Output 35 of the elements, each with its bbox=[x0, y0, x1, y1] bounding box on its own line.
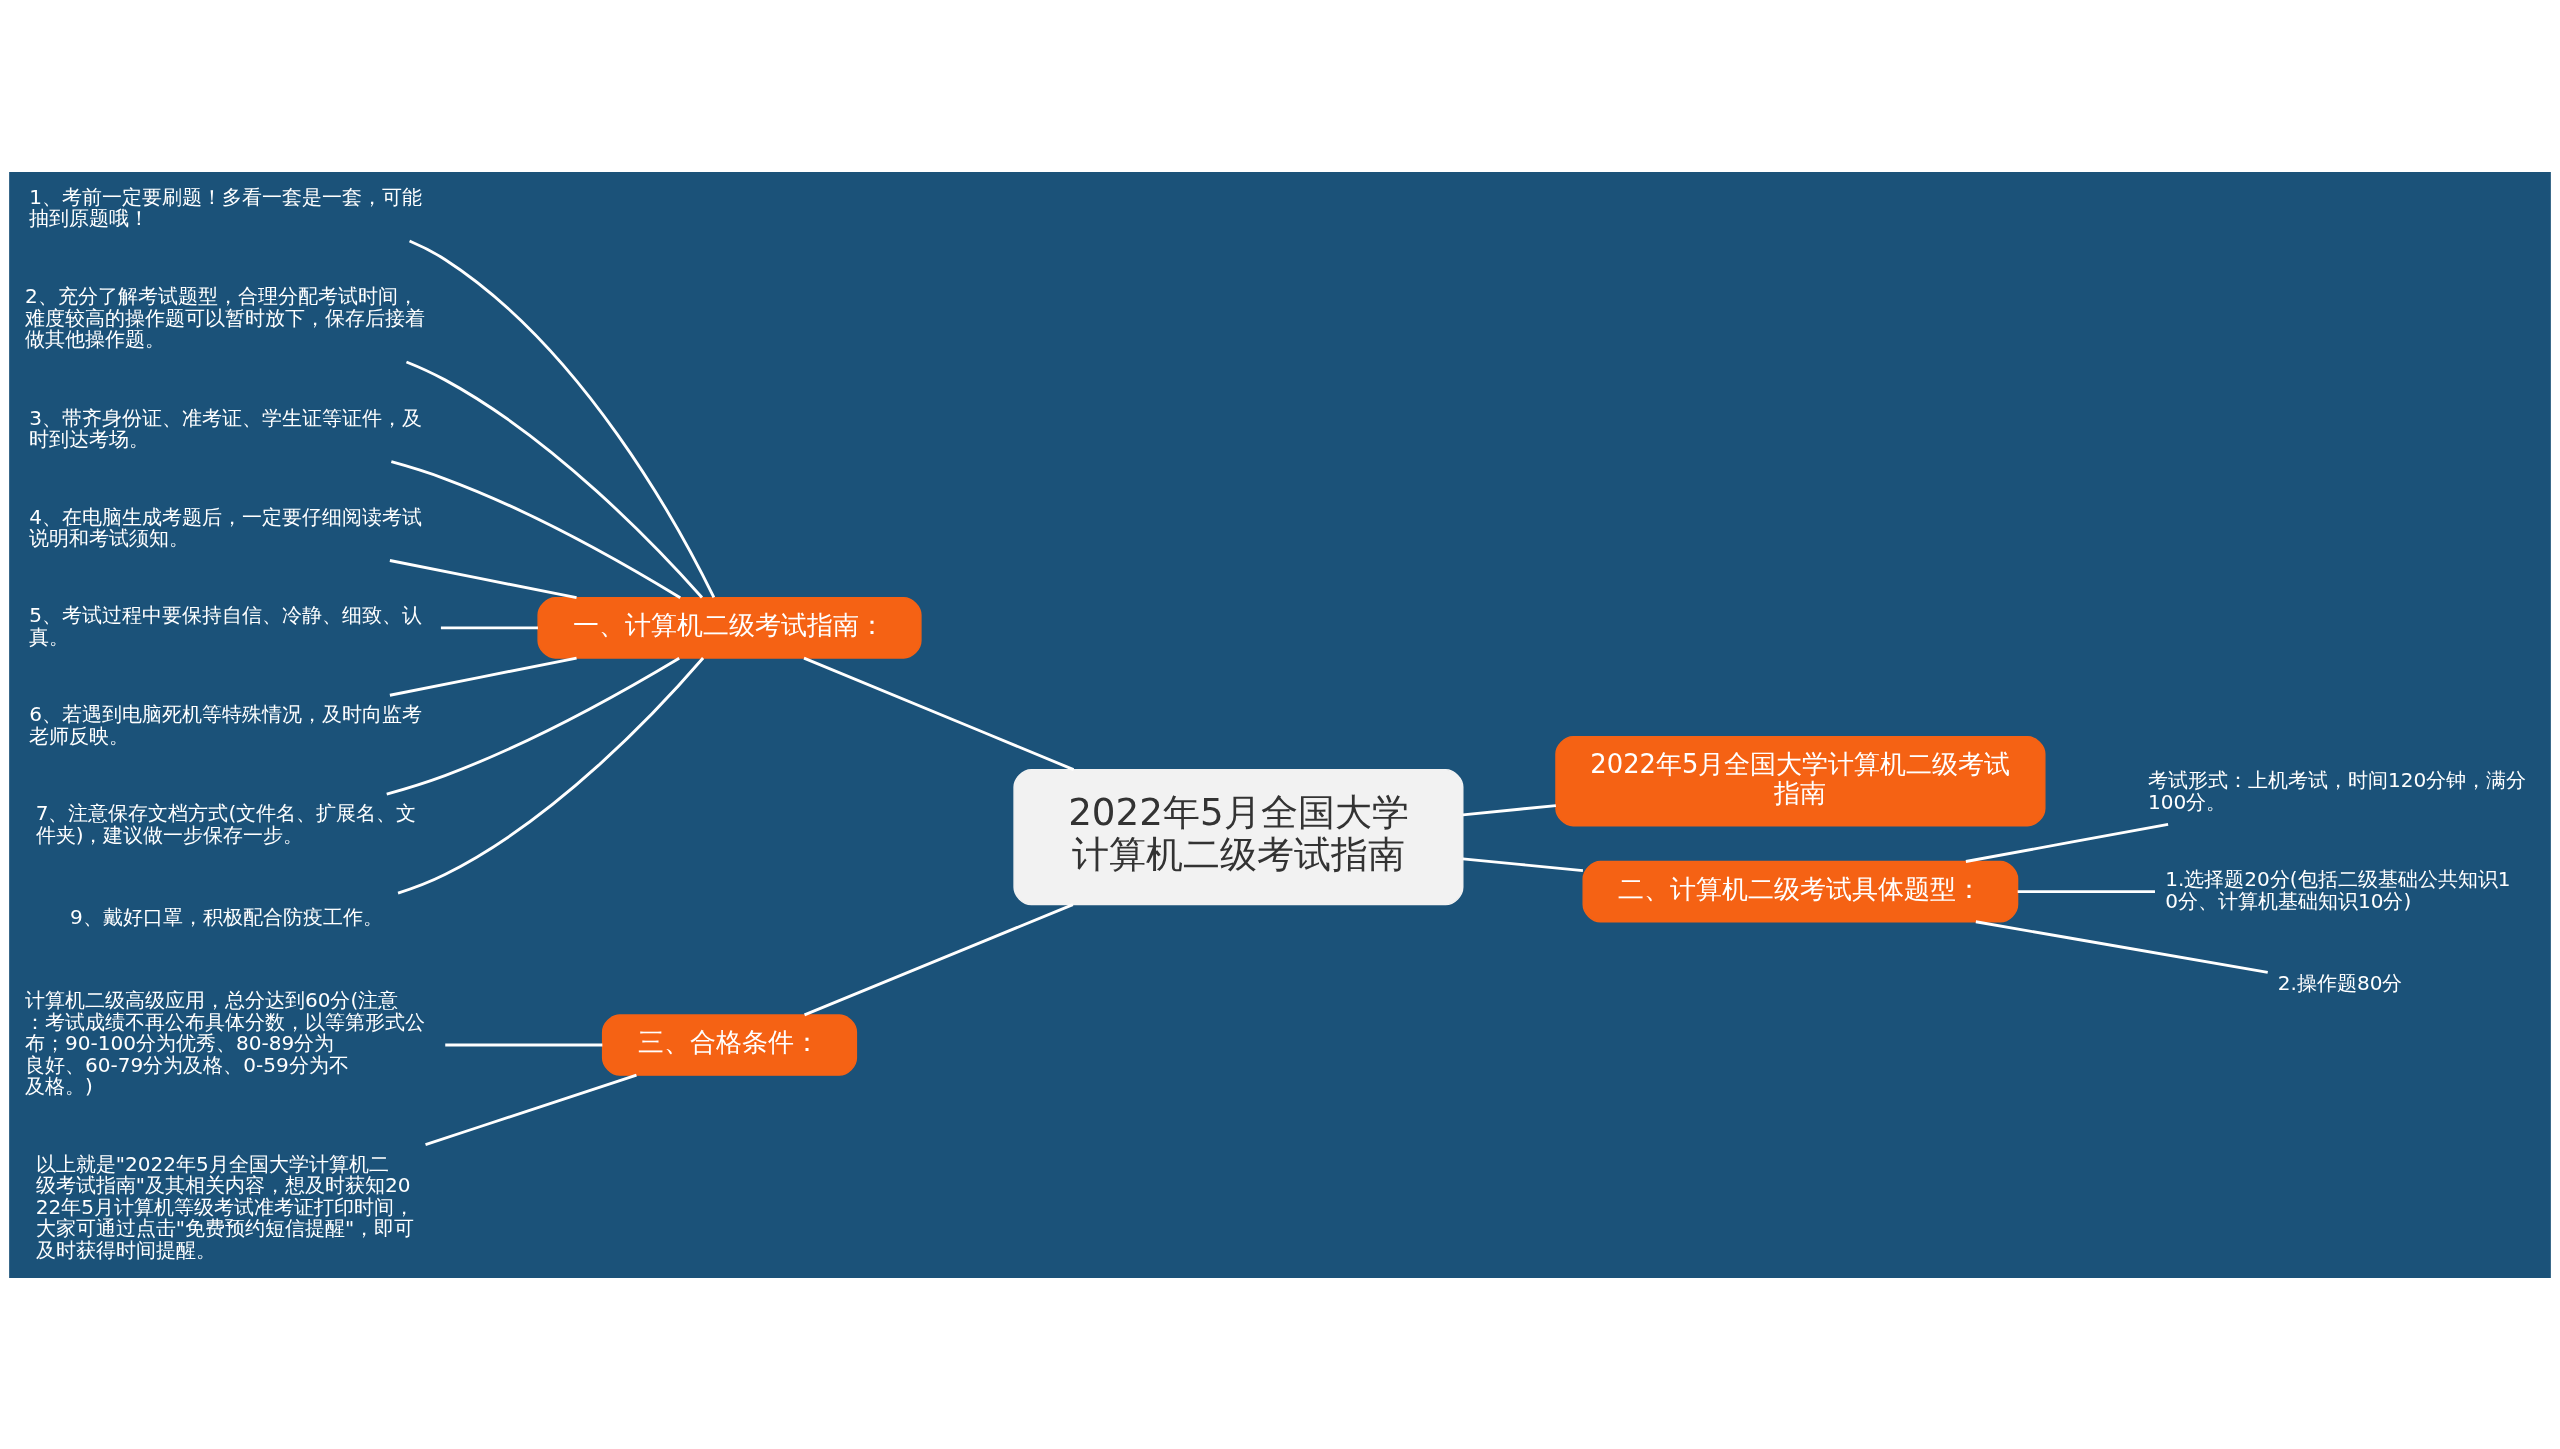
node-text: 5、考试过程中要保持自信、冷静、细致、认真。 bbox=[29, 602, 422, 649]
node-text: 考试形式：上机考试，时间120分钟，满分100分。 bbox=[2148, 767, 2527, 814]
node-text: 4、在电脑生成考题后，一定要仔细阅读考试说明和考试须知。 bbox=[29, 504, 422, 550]
connector bbox=[1965, 822, 2169, 863]
node-box: 三、合格条件： bbox=[601, 1013, 858, 1076]
node-text: 7、注意保存文档方式(文件名、扩展名、文件夹)，建议做一步保存一步。 bbox=[35, 800, 417, 847]
node-text: 以上就是"2022年5月全国大学计算机二级考试指南"及其相关内容，想及时获知2022年5月计算机等级考试准考证打印时间，大家可通过点击"免费预约短信提醒"，即可及时获得时间提醒。 bbox=[35, 1151, 415, 1262]
connector bbox=[1462, 857, 1584, 872]
connector bbox=[408, 239, 716, 598]
node-box: 一、计算机二级考试指南： bbox=[537, 596, 922, 659]
connector bbox=[1975, 919, 2268, 974]
node-text: 3、带齐身份证、准考证、学生证等证件，及时到达考场。 bbox=[29, 405, 422, 451]
node-text: 1.选择题20分(包括二级基础公共知识10分、计算机基础知识10分) bbox=[2165, 866, 2511, 913]
connector bbox=[390, 459, 681, 599]
connector bbox=[425, 1073, 637, 1146]
connector bbox=[405, 360, 704, 598]
node-box: 二、计算机二级考试具体题型： bbox=[1582, 860, 2019, 922]
connector bbox=[397, 656, 705, 894]
connector bbox=[445, 1043, 603, 1046]
node-box: 2022年5月全国大学计算机二级考试指南 bbox=[1555, 735, 2046, 826]
node-box: 2022年5月全国大学计算机二级考试指南 bbox=[1013, 768, 1464, 905]
node-text: 2、充分了解考试题型，合理分配考试时间，难度较高的操作题可以暂时放下，保存后接着做其他操作题。 bbox=[24, 283, 425, 351]
connector bbox=[2017, 889, 2155, 893]
connector bbox=[1462, 803, 1557, 816]
connector bbox=[804, 902, 1074, 1016]
node-text: 1、考前一定要刷题！多看一套是一套，可能抽到原题哦！ bbox=[29, 184, 422, 230]
node-text: 计算机二级高级应用，总分达到60分(注意：考试成绩不再公布具体分数，以等第形式公布；90-100分为优秀、80-89分为良好、60-79分为及格、0-59分为不及格。) bbox=[24, 987, 425, 1098]
connector bbox=[389, 558, 577, 599]
connector bbox=[803, 656, 1075, 771]
connector bbox=[389, 656, 577, 697]
node-text: 6、若遇到电脑死机等特殊情况，及时向监考老师反映。 bbox=[29, 701, 422, 748]
node-text: 2.操作题80分 bbox=[2277, 970, 2403, 995]
connector bbox=[440, 625, 538, 629]
node-text: 9、戴好口罩，积极配合防疫工作。 bbox=[70, 904, 383, 929]
connector bbox=[386, 656, 680, 795]
